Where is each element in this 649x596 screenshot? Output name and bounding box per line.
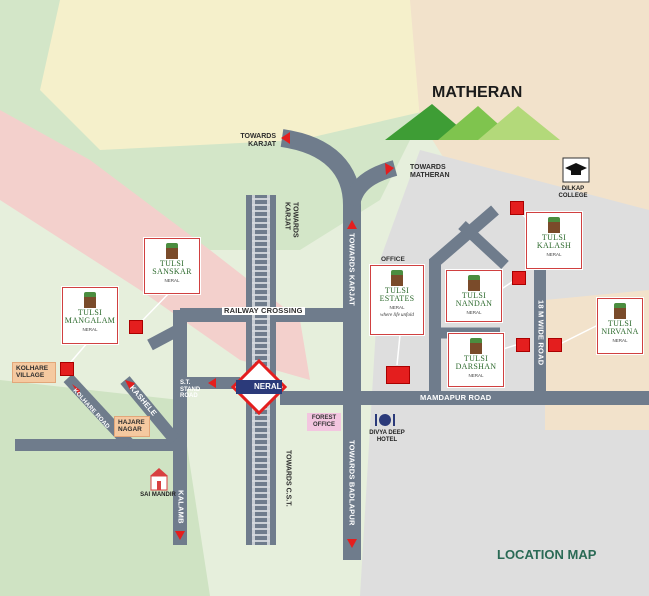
leader-mangalam [69, 341, 89, 364]
road-kashele [120, 376, 180, 444]
marker-tulsi-estates[interactable] [386, 366, 410, 384]
hajare-nagar-label: HAJARE NAGAR [114, 416, 150, 437]
project-name: TULSI MANGALAM [64, 308, 116, 326]
leader-sanskar [139, 289, 173, 324]
marker-tulsi-mangalam[interactable] [60, 362, 74, 376]
hotel-cutlery-icon [375, 414, 395, 426]
arrow-karjat-left [281, 132, 290, 144]
matheran-label: MATHERAN [432, 84, 523, 101]
kolhare-village-label: KOLHARE VILLAGE [12, 362, 56, 383]
leader-estates [396, 334, 401, 366]
dilkap-college-label: DILKAP COLLEGE [558, 186, 588, 199]
road-branch-2 [458, 220, 509, 270]
tower-logo-icon [166, 243, 178, 259]
arrow-st-stand [208, 378, 216, 388]
office-label: OFFICE [381, 256, 405, 263]
tower-logo-icon [614, 303, 626, 319]
arrow-badlapur [347, 539, 357, 548]
project-tulsi-darshan[interactable]: TULSI DARSHAN NERAL [448, 333, 504, 387]
tower-logo-icon [468, 275, 480, 291]
graduation-cap-icon [562, 157, 590, 183]
project-location: NERAL [468, 372, 484, 378]
tower-logo-icon [548, 217, 560, 233]
project-name: TULSI SANSKAR [152, 259, 192, 277]
arrow-kolhare [72, 384, 80, 395]
marker-tulsi-nandan[interactable] [512, 271, 526, 285]
project-name: TULSI NIRVANA [601, 319, 639, 337]
project-name: TULSI NANDAN [455, 291, 493, 309]
temple-icon [150, 468, 168, 491]
marker-tulsi-sanskar[interactable] [129, 320, 143, 334]
project-tulsi-sanskar[interactable]: TULSI SANSKAR NERAL [144, 238, 200, 294]
project-tulsi-estates[interactable]: TULSI ESTATES NERAL where life unfold [370, 265, 424, 335]
marker-tulsi-darshan[interactable] [516, 338, 530, 352]
project-name: TULSI ESTATES [379, 286, 415, 304]
mountain-3 [478, 106, 560, 140]
project-tulsi-mangalam[interactable]: TULSI MANGALAM NERAL [62, 287, 118, 344]
arrow-kashele [125, 380, 135, 390]
neral-station-icon [230, 358, 288, 416]
towards-matheran-label: TOWARDS MATHERAN [410, 164, 450, 179]
project-location: NERAL [82, 326, 98, 332]
project-location: NERAL [164, 277, 180, 283]
project-tulsi-nandan[interactable]: TULSI NANDAN NERAL [446, 270, 502, 322]
forest-office-label: FOREST OFFICE [307, 413, 341, 431]
project-location: NERAL [466, 309, 482, 315]
mamdapur-road-label: MAMDAPUR ROAD [420, 393, 492, 402]
tower-logo-icon [84, 292, 96, 308]
towards-cst-label: TOWARDS C.S.T. [284, 450, 292, 507]
project-location: NERAL [389, 304, 405, 310]
divya-deep-hotel-label: DIVYA DEEP HOTEL [369, 430, 405, 443]
towards-karjat-main-label: TOWARDS KARJAT [347, 233, 357, 306]
sai-mandir-label: SAI MANDIR [140, 492, 176, 498]
road-branch-1 [429, 205, 499, 398]
towards-karjat-rail-label: TOWARDS KARJAT [283, 202, 299, 238]
project-name: TULSI KALASH [536, 233, 572, 251]
yellow-zone [40, 0, 430, 150]
towards-badlapur-label: TOWARDS BADLAPUR [347, 440, 357, 526]
railway-crossing-label: RAILWAY CROSSING [222, 306, 305, 316]
project-location: NERAL [546, 251, 562, 257]
marker-tulsi-kalash[interactable] [510, 201, 524, 215]
road-link-west [147, 322, 185, 351]
project-tulsi-kalash[interactable]: TULSI KALASH NERAL [526, 212, 582, 269]
project-tagline: where life unfold [380, 312, 414, 318]
towards-karjat-left-label: TOWARDS KARJAT [240, 133, 276, 148]
arrow-kalamb [175, 531, 185, 540]
project-name: TULSI DARSHAN [455, 354, 497, 372]
wide-road-label: 18 M WIDE ROAD [536, 300, 546, 366]
green-zone-2 [0, 380, 210, 596]
arrow-karjat-main [347, 220, 357, 229]
project-tulsi-nirvana[interactable]: TULSI NIRVANA NERAL [597, 298, 643, 354]
project-location: NERAL [612, 337, 628, 343]
st-stand-road-label: S.T. STAND ROAD [180, 380, 201, 400]
map-title: LOCATION MAP [497, 547, 597, 562]
direction-arrows [72, 132, 394, 548]
leader-nirvana [557, 324, 599, 346]
tower-logo-icon [470, 338, 482, 354]
tower-logo-icon [391, 270, 403, 286]
marker-tulsi-nirvana[interactable] [548, 338, 562, 352]
neral-station-label: NERAL [254, 382, 282, 391]
arrow-matheran [385, 163, 394, 175]
kalamb-label: KALAMB [176, 490, 186, 524]
